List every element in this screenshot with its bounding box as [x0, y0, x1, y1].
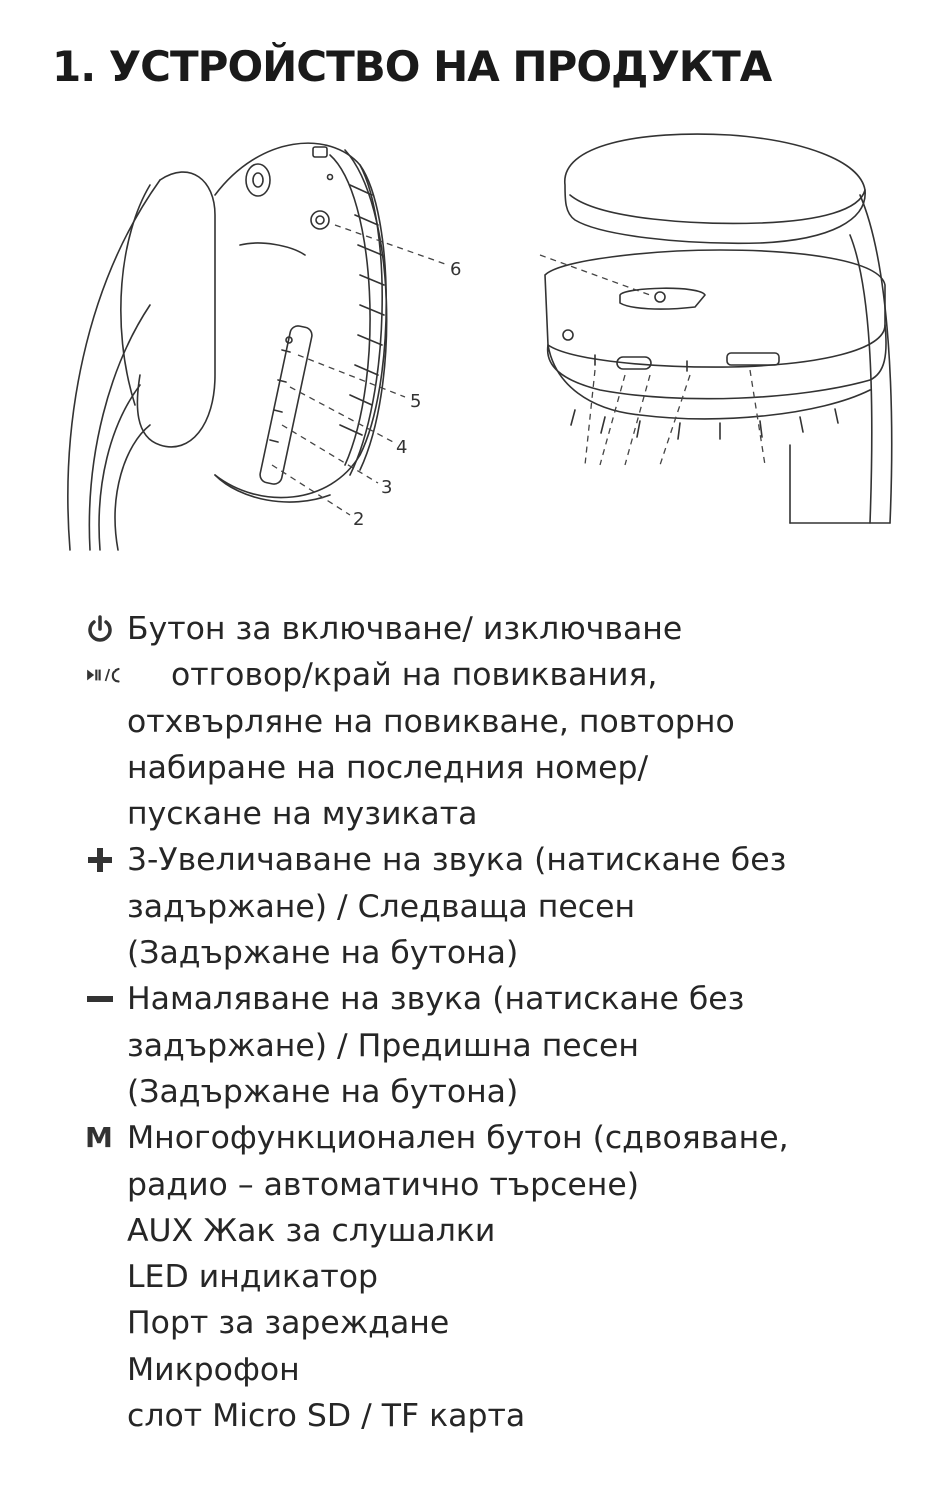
headphones-diagram: 6 5 4 3 2: [67, 133, 893, 551]
callout-5: 5: [410, 391, 421, 412]
list-item: M Многофункционален бутон (сдвояване, ра…: [85, 1115, 925, 1439]
item-line: Порт за зареждане: [127, 1305, 450, 1342]
item-line: Микрофон: [127, 1351, 300, 1388]
item-line: Бутон за включване/ изключване: [127, 611, 683, 647]
item-line: LED индикатор: [127, 1259, 378, 1296]
item-line: (Задържане на бутона): [127, 1073, 519, 1110]
mode-m-icon: M: [85, 1115, 125, 1161]
item-line: радио – автоматично търсене): [127, 1166, 640, 1203]
item-line: (Задържане на бутона): [127, 935, 519, 972]
item-line: задържане) / Следваща песен: [127, 888, 636, 925]
list-item: Бутон за включване/ изключване: [85, 606, 925, 652]
callout-4: 4: [396, 437, 407, 458]
callout-2: 2: [353, 509, 364, 530]
item-line: AUX Жак за слушалки: [127, 1212, 496, 1249]
item-line: задържане) / Предишна песен: [127, 1027, 639, 1064]
item-line: Намаляване на звука (натискане без: [127, 981, 745, 1018]
mode-m-glyph: M: [85, 1121, 113, 1155]
list-item: 3-Увеличаване на звука (натискане без за…: [85, 837, 925, 976]
item-line: пускане на музиката: [127, 796, 478, 833]
callout-3: 3: [381, 477, 392, 498]
item-line: набиране на последния номер/: [127, 749, 649, 786]
item-line: отхвърляне на повикване, повторно: [127, 703, 735, 740]
item-line: отговор/край на повиквания,: [171, 657, 658, 694]
play-pause-call-icon: [85, 652, 125, 698]
list-item: отговор/край на повиквания, отхвърляне н…: [85, 652, 925, 837]
feature-list: Бутон за включване/ изключване отговор/к…: [85, 606, 925, 1439]
item-line: 3-Увеличаване на звука (натискане без: [127, 842, 787, 879]
item-line: Многофункционален бутон (сдвояване,: [127, 1120, 789, 1157]
callout-6: 6: [450, 259, 461, 280]
page-title: 1. УСТРОЙСТВО НА ПРОДУКТА: [52, 42, 772, 91]
item-line: слот Micro SD / TF карта: [127, 1398, 526, 1435]
list-item: Намаляване на звука (натискане без задър…: [85, 976, 925, 1115]
power-icon: [85, 606, 125, 652]
minus-icon: [85, 976, 125, 1022]
plus-icon: [85, 837, 125, 883]
